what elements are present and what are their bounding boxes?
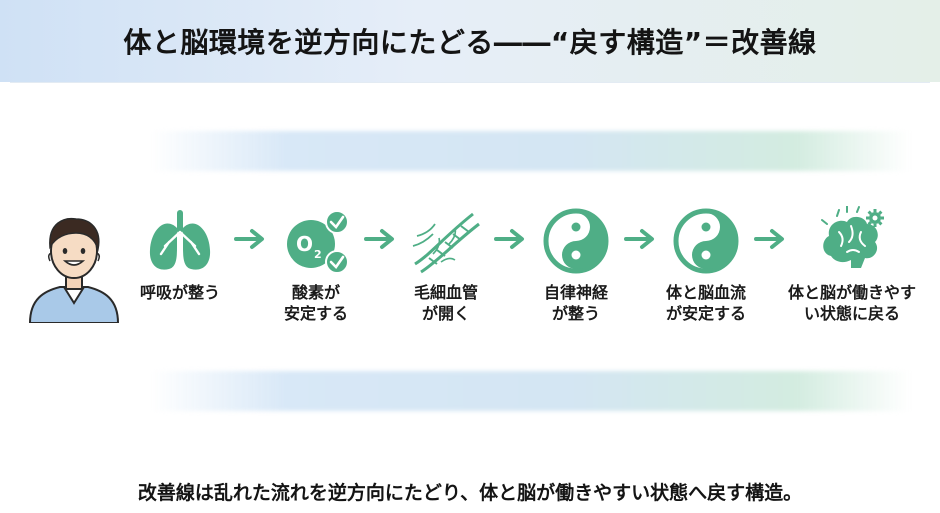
step-autonomic-nerves: 自律神経 が整う	[516, 206, 636, 324]
step-breathing: 呼吸が整う	[120, 206, 240, 303]
oxygen-symbol: O	[296, 232, 313, 256]
caption-text: 改善線は乱れた流れを逆方向にたどり、体と脳が働きやすい状態へ戻す構造。	[137, 482, 803, 504]
top-gradient-band	[150, 131, 910, 171]
person-illustration	[28, 217, 120, 323]
step-label: 毛細血管 が開く	[413, 283, 478, 323]
bottom-gradient-band	[150, 371, 910, 411]
flow-panel: 呼吸が整う O 2 酸素が 安定する	[10, 82, 930, 463]
oxygen-icon: O 2	[287, 210, 349, 274]
yin-yang-icon	[543, 208, 609, 274]
arrow-right-icon	[754, 229, 784, 249]
step-label: 体と脳が働きやす い状態に戻る	[787, 283, 916, 323]
step-body-brain-recovery: 体と脳が働きやす い状態に戻る	[782, 206, 922, 324]
arrow-right-icon	[624, 229, 654, 249]
step-capillaries: 毛細血管 が開く	[386, 206, 506, 324]
page-title: 体と脳環境を逆方向にたどる――“戻す構造”＝改善線	[123, 26, 817, 59]
lungs-icon	[149, 210, 211, 270]
step-label: 自律神経 が整う	[543, 283, 608, 323]
footer-caption: 改善線は乱れた流れを逆方向にたどり、体と脳が働きやすい状態へ戻す構造。	[0, 470, 940, 513]
arrow-right-icon	[494, 229, 524, 249]
capillaries-icon	[412, 212, 480, 274]
step-label: 酸素が 安定する	[283, 283, 348, 323]
yin-yang-icon	[673, 208, 739, 274]
header-banner: 体と脳環境を逆方向にたどる――“戻す構造”＝改善線	[0, 0, 940, 82]
oxygen-subscript: 2	[314, 248, 322, 261]
step-label: 体と脳血流 が安定する	[665, 283, 746, 323]
step-label: 呼吸が整う	[139, 283, 220, 302]
step-oxygen: O 2 酸素が 安定する	[256, 206, 376, 324]
arrow-right-icon	[364, 229, 394, 249]
arrow-right-icon	[234, 229, 264, 249]
brain-gear-icon	[821, 206, 884, 268]
step-blood-flow: 体と脳血流 が安定する	[646, 206, 766, 324]
